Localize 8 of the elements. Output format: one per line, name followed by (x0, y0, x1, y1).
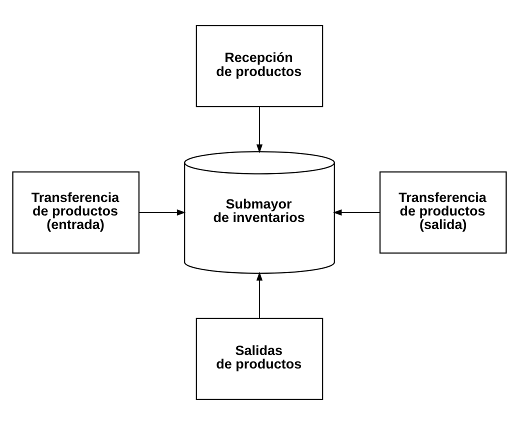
arrow (139, 208, 186, 216)
node-box: Transferencia de productos (entrada) (12, 170, 140, 254)
node-box: Transferencia de productos (salida) (379, 170, 507, 254)
arrow (256, 106, 263, 153)
arrow (332, 208, 380, 216)
node-box: Recepción de productos (196, 24, 324, 107)
node-box: Salidas de productos (196, 317, 324, 400)
arrow (256, 271, 263, 318)
